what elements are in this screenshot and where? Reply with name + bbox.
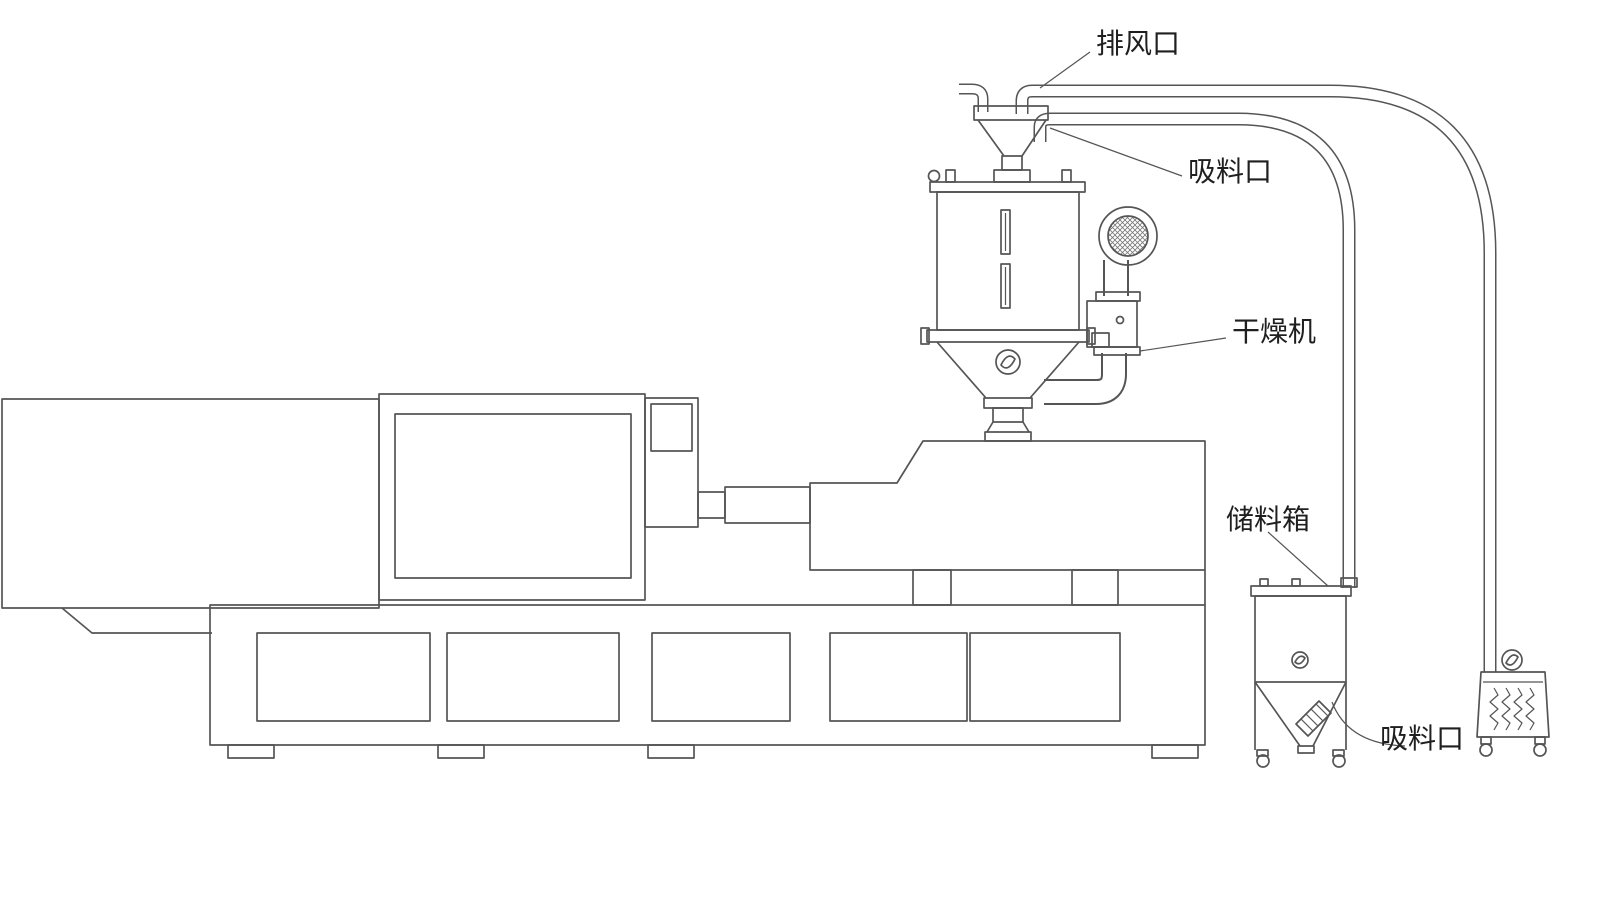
leader-suction-inlet <box>1049 127 1183 177</box>
material-pipe-to-storage-bin <box>1033 112 1356 588</box>
label-dryer: 干燥机 <box>1232 316 1316 347</box>
receiver-lid <box>973 105 1049 121</box>
caster-wheel <box>1256 754 1270 768</box>
suction-unit-logo <box>1501 649 1523 671</box>
machine-foot <box>437 744 485 759</box>
hopper-dryer <box>920 105 1096 442</box>
caster-mount <box>1332 749 1345 757</box>
bin-logo <box>1291 651 1309 669</box>
label-suction-pickup: 吸料口 <box>1380 723 1464 754</box>
suction-unit <box>1476 649 1550 757</box>
outlet-neck <box>992 407 1024 423</box>
blower-intake-grille <box>1107 215 1149 257</box>
caster-wheel <box>1479 743 1493 757</box>
leader-suction-pickup <box>1331 701 1406 747</box>
lid-handle-ring <box>927 169 941 183</box>
base-panel-1 <box>256 632 431 722</box>
lid-clamp-right <box>1061 169 1072 183</box>
caster-mount <box>1256 749 1269 757</box>
brand-logo <box>995 349 1021 375</box>
bin-pipe-fitting <box>1340 577 1358 588</box>
cone-left <box>936 341 987 399</box>
label-exhaust-port: 排风口 <box>1096 28 1180 59</box>
hopper-barrel <box>936 191 1080 331</box>
dryer-blower-unit <box>1086 206 1158 356</box>
machine-foot <box>227 744 275 759</box>
label-storage-bin: 储料箱 <box>1226 504 1310 535</box>
control-column <box>644 397 699 528</box>
cone-right <box>1029 341 1080 399</box>
base-panel-2 <box>446 632 620 722</box>
base-panel-4 <box>829 632 968 722</box>
base-panel-3 <box>651 632 791 722</box>
machine-foot <box>1151 744 1199 759</box>
suction-probe <box>1295 700 1332 737</box>
heater-box-knob <box>1115 315 1125 325</box>
label-suction-inlet: 吸料口 <box>1188 156 1272 187</box>
machine-foot <box>647 744 695 759</box>
exhaust-elbow-pipe <box>959 83 989 112</box>
machine-cabinet <box>378 393 646 601</box>
bin-outlet <box>1297 745 1315 754</box>
sight-glass <box>1000 209 1011 309</box>
cabinet-door <box>394 413 632 579</box>
caster-wheel <box>1332 754 1346 768</box>
machine-base <box>209 604 1206 746</box>
bin-rim <box>1250 585 1352 597</box>
caster-mount <box>1480 736 1492 745</box>
nozzle-tip <box>697 491 726 519</box>
injection-molding-machine <box>1 393 1206 759</box>
receiver-base-flange <box>993 169 1031 183</box>
clamp-housing <box>1 398 380 609</box>
storage-bin <box>1250 577 1358 768</box>
hopper-band-flange <box>926 329 1090 343</box>
injection-unit-body <box>809 440 1206 571</box>
receiver-neck <box>1001 155 1023 171</box>
bin-rim-tab-center <box>1291 578 1301 587</box>
base-left-skirt <box>61 607 212 634</box>
body-pedestal-left <box>912 569 952 606</box>
labels: 排风口 吸料口 干燥机 储料箱 吸料口 <box>1096 28 1464 754</box>
outlet-flange-upper <box>983 397 1033 409</box>
lid-clamp-left <box>945 169 956 183</box>
body-pedestal-right <box>1071 569 1119 606</box>
caster-wheel <box>1533 743 1547 757</box>
bin-body <box>1254 595 1347 683</box>
leader-lines <box>1039 51 1406 747</box>
control-panel-screen <box>650 403 693 452</box>
leader-storage-bin <box>1267 531 1329 587</box>
injection-cylinder <box>724 486 811 524</box>
dryer-elbow-pipe <box>1044 353 1127 405</box>
suction-unit-grille <box>1489 687 1535 731</box>
conveying-pipes <box>959 83 1497 672</box>
bin-rim-tab-left <box>1259 578 1269 587</box>
vacuum-pipe-to-suction-unit <box>1015 84 1497 672</box>
blower-housing <box>1098 206 1158 266</box>
outlet-flange-lower <box>984 431 1032 442</box>
leader-exhaust-port <box>1039 51 1091 89</box>
base-panel-5 <box>969 632 1121 722</box>
suction-unit-body <box>1476 671 1550 738</box>
leader-dryer <box>1139 337 1227 352</box>
hopper-receiver <box>973 105 1049 183</box>
band-clamp-left <box>920 327 930 345</box>
caster-mount <box>1534 736 1546 745</box>
hopper-lid-plate <box>929 181 1086 193</box>
bin-funnel-left <box>1254 681 1301 747</box>
